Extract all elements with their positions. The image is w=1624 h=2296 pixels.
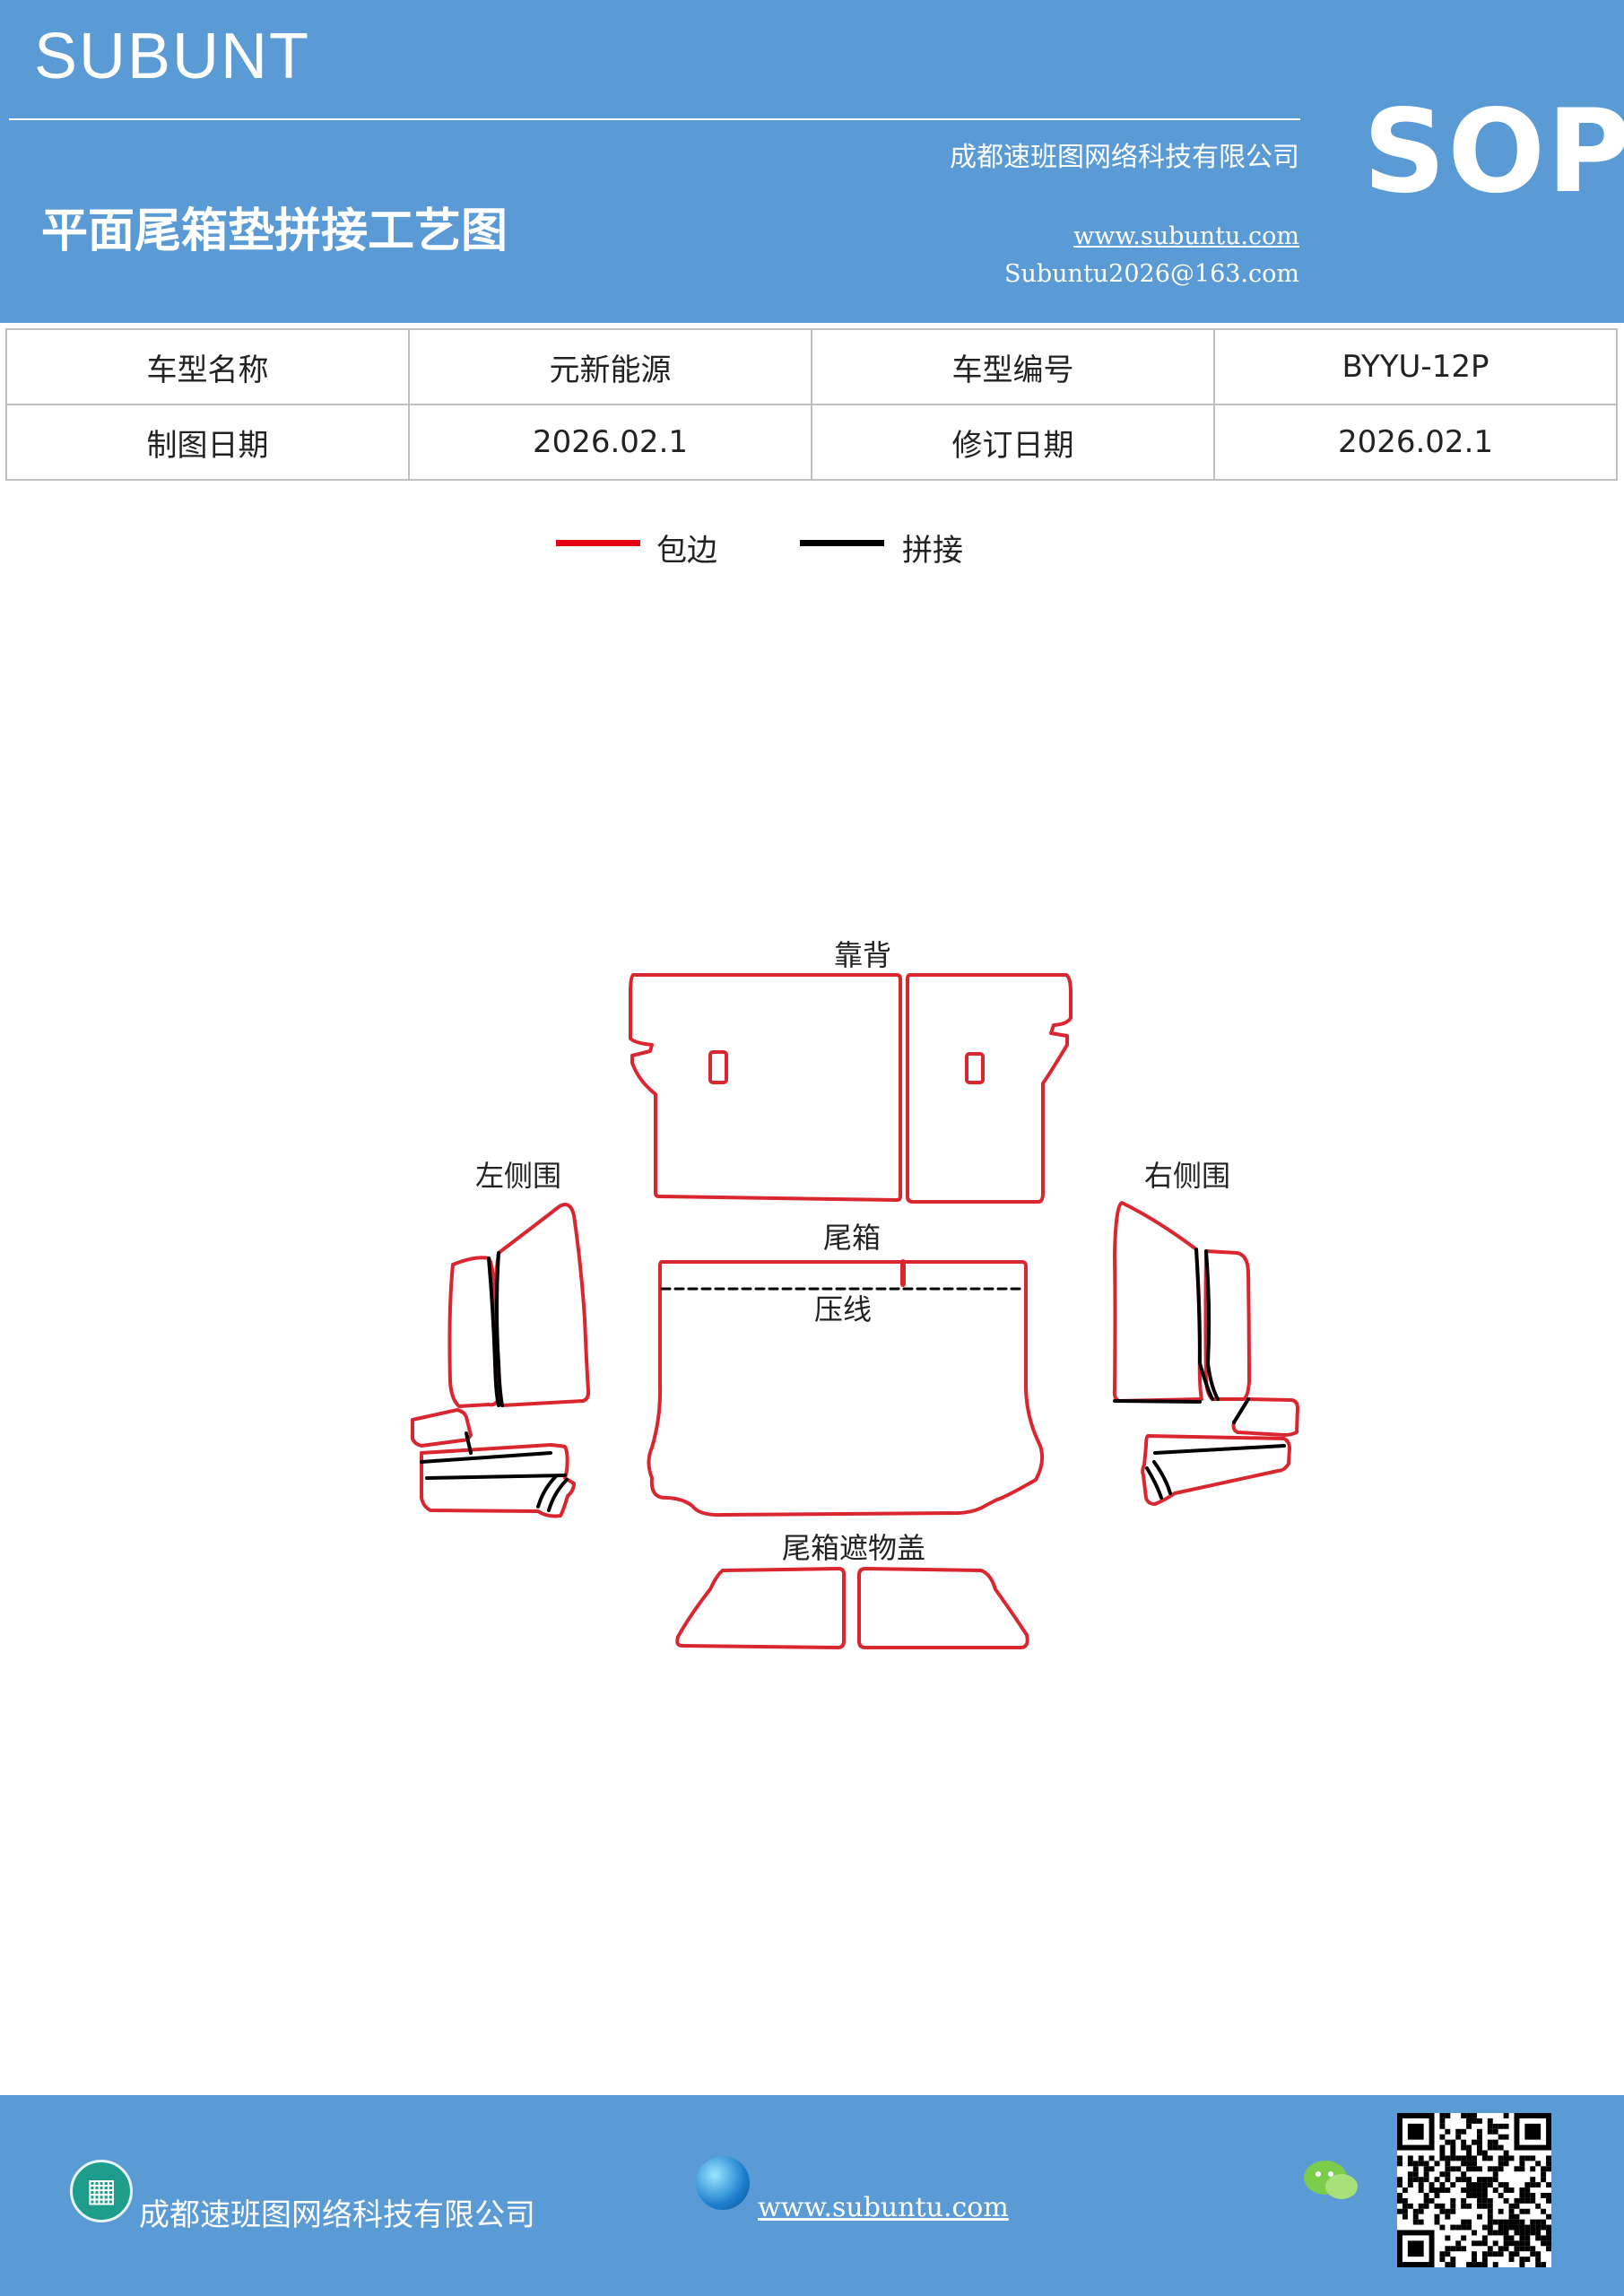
right-side-seam-1 bbox=[1194, 1248, 1214, 1401]
legend-swatch-edge-binding bbox=[556, 540, 640, 546]
sop-badge: SOP bbox=[1363, 85, 1624, 219]
label-trunk: 尾箱 bbox=[823, 1221, 881, 1255]
table-cell-label: 制图日期 bbox=[5, 404, 410, 481]
backrest-left-slot bbox=[708, 1050, 728, 1084]
left-side-lower-seam-3 bbox=[536, 1474, 558, 1509]
left-side-lower-seam-5 bbox=[425, 1474, 567, 1480]
table-cell-label: 车型名称 bbox=[5, 328, 410, 405]
right-side-lower-seam-1 bbox=[1232, 1397, 1250, 1424]
table-cell-value: 元新能源 bbox=[408, 328, 812, 405]
right-side-lower-seam-2 bbox=[1153, 1444, 1286, 1455]
document-title: 平面尾箱垫拼接工艺图 bbox=[41, 204, 508, 258]
label-backrest: 靠背 bbox=[834, 938, 891, 972]
backrest-right-slot bbox=[965, 1052, 985, 1084]
label-left-side: 左侧围 bbox=[475, 1159, 561, 1193]
vehicle-info-table: 车型名称 元新能源 车型编号 BYYU-12P 制图日期 2026.02.1 修… bbox=[5, 328, 1618, 481]
footer-banner: ▦ 成都速班图网络科技有限公司 www.subuntu.com bbox=[0, 2095, 1624, 2296]
right-side-upper-inner bbox=[1203, 1249, 1251, 1401]
brand-name: SUBUNT bbox=[34, 21, 311, 92]
table-cell-value: 2026.02.1 bbox=[1213, 404, 1618, 481]
left-side-upper-outer bbox=[493, 1203, 591, 1407]
footer-company-name: 成都速班图网络科技有限公司 bbox=[139, 2197, 535, 2233]
left-side-lower-seam-4 bbox=[547, 1478, 569, 1512]
left-side-lower-seam-2 bbox=[465, 1431, 473, 1455]
label-crease: 压线 bbox=[814, 1292, 872, 1326]
right-side-seam-2 bbox=[1204, 1249, 1220, 1401]
footer-website-link[interactable]: www.subuntu.com bbox=[758, 2192, 1009, 2223]
wechat-icon bbox=[1304, 2161, 1358, 2199]
left-side-lower-tab bbox=[411, 1408, 473, 1448]
right-side-lower-seam-4 bbox=[1145, 1466, 1163, 1500]
company-name: 成都速班图网络科技有限公司 bbox=[950, 142, 1299, 173]
trunk-main-panel bbox=[647, 1260, 1045, 1518]
left-side-seam-1 bbox=[487, 1257, 500, 1407]
cover-right-panel bbox=[857, 1567, 1029, 1649]
header-banner: SUBUNT SOP 成都速班图网络科技有限公司 平面尾箱垫拼接工艺图 www.… bbox=[0, 0, 1624, 323]
right-side-upper-outer bbox=[1112, 1201, 1203, 1403]
table-row: 制图日期 2026.02.1 修订日期 2026.02.1 bbox=[5, 404, 1618, 481]
label-trunk-cover: 尾箱遮物盖 bbox=[782, 1531, 925, 1565]
table-row: 车型名称 元新能源 车型编号 BYYU-12P bbox=[5, 328, 1618, 405]
legend-label-edge-binding: 包边 bbox=[656, 533, 717, 569]
qr-code[interactable] bbox=[1397, 2113, 1551, 2267]
table-cell-label: 修订日期 bbox=[811, 404, 1215, 481]
email-address[interactable]: Subuntu2026@163.com bbox=[1004, 260, 1299, 288]
website-link[interactable]: www.subuntu.com bbox=[1073, 222, 1299, 250]
backrest-right-panel bbox=[906, 973, 1073, 1204]
building-icon: ▦ bbox=[70, 2160, 133, 2222]
backrest-left-panel bbox=[629, 973, 902, 1202]
globe-icon bbox=[696, 2156, 750, 2210]
legend-swatch-seam bbox=[800, 540, 884, 546]
right-side-lower-tab bbox=[1231, 1397, 1299, 1437]
table-cell-label: 车型编号 bbox=[811, 328, 1215, 405]
cover-left-panel bbox=[675, 1567, 846, 1649]
right-side-lower-seam-3 bbox=[1152, 1460, 1172, 1495]
label-right-side: 右侧围 bbox=[1144, 1159, 1230, 1193]
legend-label-seam: 拼接 bbox=[902, 533, 963, 569]
right-side-seam-3 bbox=[1113, 1399, 1202, 1404]
left-side-lower-panel bbox=[420, 1443, 576, 1518]
legend: 包边 拼接 bbox=[556, 526, 1094, 570]
table-cell-value: BYYU-12P bbox=[1213, 328, 1618, 405]
left-side-seam-2 bbox=[495, 1251, 504, 1407]
left-side-lower-seam-1 bbox=[420, 1451, 552, 1464]
header-divider bbox=[9, 118, 1300, 120]
right-side-lower-panel bbox=[1141, 1434, 1291, 1506]
table-cell-value: 2026.02.1 bbox=[408, 404, 812, 481]
